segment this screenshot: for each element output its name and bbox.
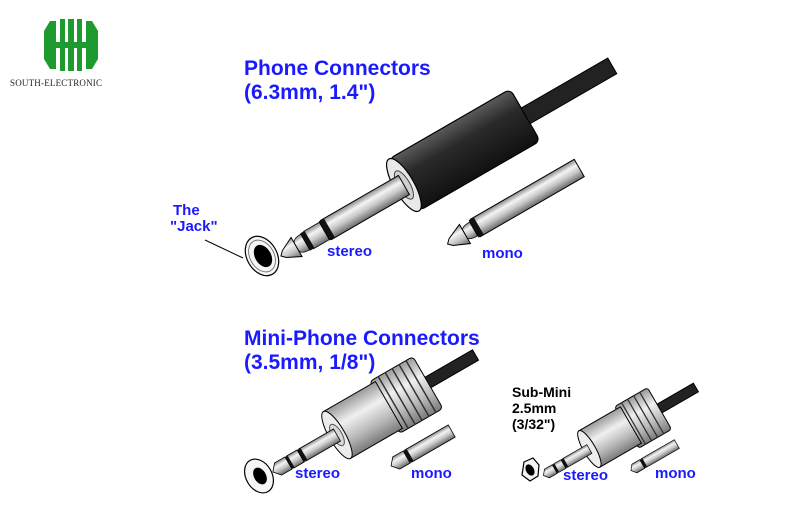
submini-title: Sub-Mini xyxy=(512,384,572,400)
mini-jack-nut xyxy=(243,458,275,494)
submini-size-mm: 2.5mm xyxy=(512,400,557,416)
mono-submini-plug-2-5mm xyxy=(630,439,680,474)
brand-text: SOUTH-ELECTRONIC xyxy=(10,78,103,88)
mono-phone-plug-6mm xyxy=(446,158,585,246)
mono-mini-plug-3-5mm xyxy=(390,424,456,470)
mini-phone-connectors-title: Mini-Phone Connectors xyxy=(244,327,480,350)
mini-phone-connectors-size: (3.5mm, 1/8") xyxy=(244,351,376,374)
jack-label-line1: The xyxy=(173,202,200,219)
phone-connectors-size: (6.3mm, 1.4") xyxy=(244,81,376,104)
phone-connectors-title: Phone Connectors xyxy=(244,57,431,80)
mini-stereo-label: stereo xyxy=(295,465,341,482)
submini-stereo-label: stereo xyxy=(563,467,609,484)
stereo-submini-plug-2-5mm xyxy=(543,382,700,479)
stereo-phone-plug-6mm xyxy=(280,57,618,258)
phone-mono-label: mono xyxy=(482,245,523,262)
stereo-mini-plug-3-5mm xyxy=(272,349,480,476)
mini-mono-label: mono xyxy=(411,465,452,482)
logo: SOUTH-ELECTRONIC xyxy=(10,15,130,88)
phone-stereo-label: stereo xyxy=(327,243,373,260)
submini-size-inch: (3/32") xyxy=(512,416,556,432)
jack-nut xyxy=(204,235,280,277)
jack-label-line2: "Jack" xyxy=(170,218,218,235)
hh-logo-icon xyxy=(44,19,98,71)
submini-mono-label: mono xyxy=(655,465,696,482)
submini-jack-nut xyxy=(521,457,540,482)
